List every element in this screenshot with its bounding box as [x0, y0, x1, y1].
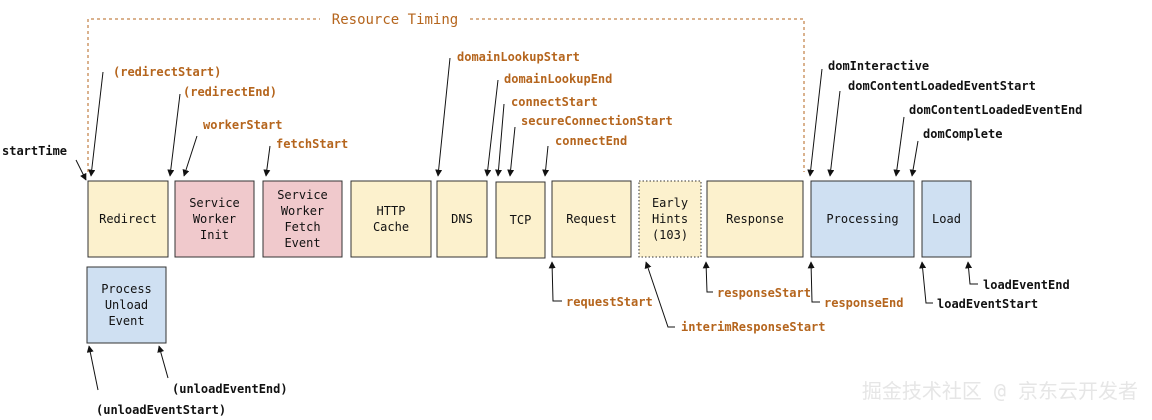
box-service-worker-fetch-event-label: Service: [277, 188, 328, 202]
label-domainLookupEnd: domainLookupEnd: [504, 72, 612, 86]
domContentLoadedEventEnd-arrow: [893, 116, 905, 177]
box-process-unload-event-rect: [86, 266, 167, 344]
box-dns: DNS: [436, 180, 488, 258]
label-secureConnectionStart: secureConnectionStart: [521, 114, 673, 128]
label-domContentLoadedEventStart: domContentLoadedEventStart: [848, 79, 1036, 93]
label-responseStart: responseStart: [717, 286, 811, 300]
loadEventEnd-arrow: [965, 261, 978, 285]
label-workerStart: workerStart: [203, 118, 282, 132]
box-request: Request: [551, 180, 632, 258]
box-service-worker-fetch-event-label: Worker: [281, 204, 324, 218]
box-service-worker-fetch-event-label: Event: [284, 236, 320, 250]
box-processing-label: Processing: [826, 212, 898, 226]
redirectEnd-arrow: [167, 93, 181, 177]
box-http-cache: HTTP Cache: [350, 180, 432, 258]
box-tcp-label: TCP: [510, 213, 532, 227]
marker-labels: startTime (redirectStart) (redirectEnd) …: [2, 50, 1082, 417]
box-service-worker-init-rect: [174, 180, 255, 258]
label-fetchStart: fetchStart: [276, 137, 348, 151]
box-processing: Processing: [810, 180, 915, 258]
phase-boxes: RedirectServiceWorkerInitServiceWorkerFe…: [86, 180, 972, 344]
box-process-unload-event-label: Event: [108, 314, 144, 328]
box-request-label: Request: [566, 212, 617, 226]
box-load-rect: [921, 180, 972, 258]
box-http-cache-label: Cache: [373, 220, 409, 234]
resource-timing-bracket: Resource Timing: [87, 12, 805, 172]
requestStart-arrow: [548, 261, 562, 302]
interimResponseStart-arrow: [644, 261, 675, 328]
label-domContentLoadedEventEnd: domContentLoadedEventEnd: [909, 103, 1082, 117]
box-redirect: Redirect: [87, 180, 169, 258]
label-unloadEventStart: (unloadEventStart): [96, 403, 226, 417]
connectEnd-arrow: [542, 145, 550, 177]
loadEventStart-arrow: [919, 261, 933, 304]
box-dns-label: DNS: [451, 212, 473, 226]
box-response: Response: [706, 180, 804, 258]
domComplete-arrow: [909, 140, 919, 177]
box-tcp-rect: [495, 181, 546, 259]
label-unloadEventEnd: (unloadEventEnd): [172, 382, 288, 396]
box-tcp: TCP: [495, 181, 546, 259]
unloadEventStart-arrow: [86, 345, 99, 391]
responseStart-arrow: [702, 261, 713, 293]
label-redirectStart: (redirectStart): [113, 65, 221, 79]
domainLookupEnd-arrow: [484, 79, 499, 177]
box-load: Load: [921, 180, 972, 258]
box-service-worker-fetch-event-label: Fetch: [284, 220, 320, 234]
domainLookupStart-arrow: [435, 57, 451, 177]
box-early-hints-label: (103): [652, 228, 688, 242]
box-dns-rect: [436, 180, 488, 258]
box-redirect-rect: [87, 180, 169, 258]
fetchStart-arrow: [263, 145, 271, 177]
box-response-rect: [706, 180, 804, 258]
box-early-hints-label: Hints: [652, 212, 688, 226]
label-domComplete: domComplete: [923, 127, 1002, 141]
box-early-hints-label: Early: [652, 196, 688, 210]
box-process-unload-event-label: Process: [101, 282, 152, 296]
domContentLoadedEventStart-arrow: [827, 90, 841, 177]
label-domainLookupStart: domainLookupStart: [457, 50, 580, 64]
box-request-rect: [551, 180, 632, 258]
startTime-arrow: [75, 159, 87, 181]
label-redirectEnd: (redirectEnd): [183, 85, 277, 99]
watermark: 掘金技术社区 @ 京东云开发者: [862, 379, 1138, 403]
box-process-unload-event-label: Unload: [105, 298, 148, 312]
marker-arrows: [75, 57, 978, 391]
domInteractive-arrow: [807, 68, 823, 177]
label-startTime: startTime: [2, 144, 67, 158]
unloadEventEnd-arrow: [157, 345, 169, 379]
box-response-label: Response: [726, 212, 784, 226]
label-connectStart: connectStart: [511, 95, 598, 109]
label-loadEventStart: loadEventStart: [937, 297, 1038, 311]
box-redirect-label: Redirect: [99, 212, 157, 226]
label-responseEnd: responseEnd: [824, 296, 903, 310]
box-early-hints-rect: [638, 180, 702, 258]
box-http-cache-label: HTTP: [377, 204, 406, 218]
responseEnd-arrow: [807, 261, 820, 303]
workerStart-arrow: [182, 135, 198, 177]
connectStart-arrow: [495, 103, 505, 177]
box-load-label: Load: [932, 212, 961, 226]
label-interimResponseStart: interimResponseStart: [681, 320, 826, 334]
box-service-worker-init-label: Init: [200, 228, 229, 242]
box-http-cache-rect: [350, 180, 432, 258]
secureConnectionStart-arrow: [507, 126, 516, 177]
box-service-worker-init-label: Worker: [193, 212, 236, 226]
label-requestStart: requestStart: [566, 295, 653, 309]
label-domInteractive: domInteractive: [828, 59, 929, 73]
resource-timing-title: Resource Timing: [332, 12, 458, 28]
redirectStart-arrow: [88, 71, 104, 177]
label-connectEnd: connectEnd: [555, 134, 627, 148]
box-service-worker-fetch-event-rect: [262, 180, 343, 258]
box-processing-rect: [810, 180, 915, 258]
box-service-worker-init-label: Service: [189, 196, 240, 210]
label-loadEventEnd: loadEventEnd: [983, 278, 1070, 292]
